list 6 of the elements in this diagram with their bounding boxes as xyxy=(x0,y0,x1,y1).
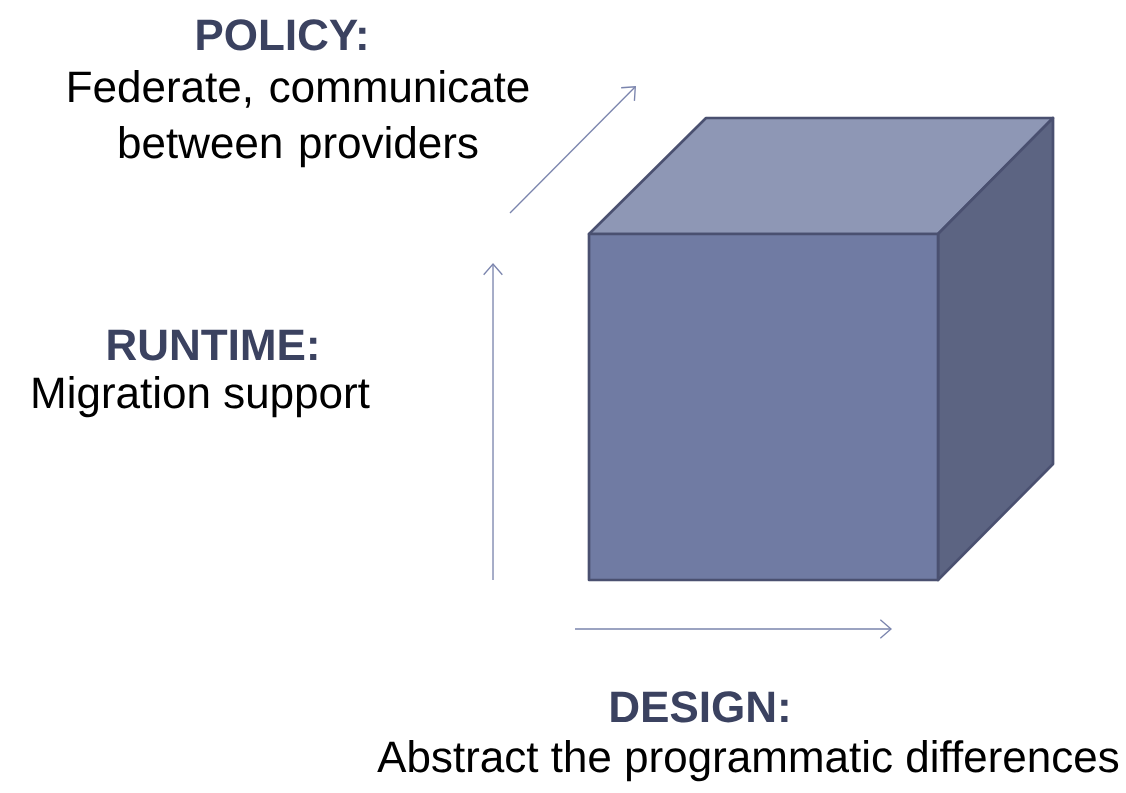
heading: DESIGN: xyxy=(611,691,788,723)
description-text: Abstract the programmatic differences xyxy=(377,740,1119,782)
description-text: Migration support xyxy=(33,376,370,418)
heading: POLICY: xyxy=(197,19,366,51)
heading: RUNTIME: xyxy=(108,329,317,361)
description-text: Federate, communicate between providers xyxy=(69,70,529,168)
